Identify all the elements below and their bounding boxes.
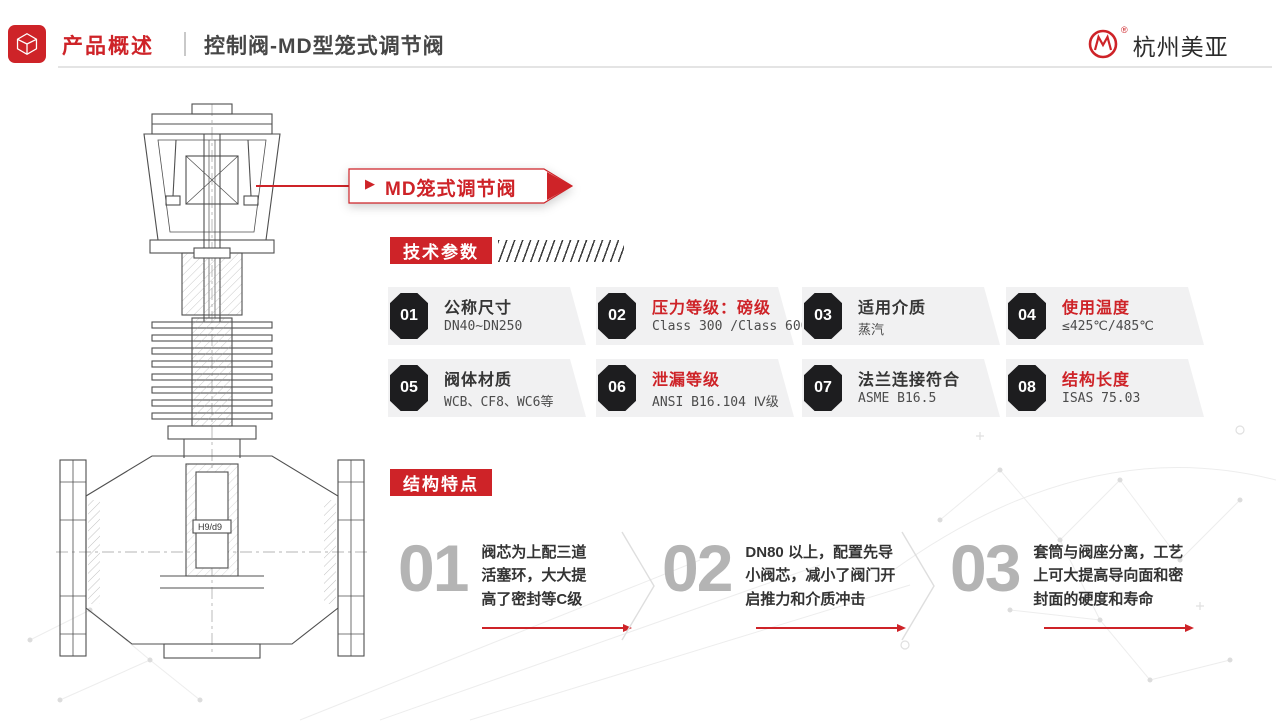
param-number-badge: 08 (1008, 365, 1046, 411)
registered-mark: ® (1121, 25, 1128, 35)
feature-number: 02 (662, 531, 733, 605)
feature-text: 套筒与阀座分离，工艺上可大提高导向面和密封面的硬度和寿命 (1033, 544, 1184, 608)
param-title: 压力等级：磅级 (652, 300, 772, 317)
param-number-badge: 01 (390, 293, 428, 339)
arrow-icon (1044, 624, 1194, 632)
ribbon-label: MD笼式调节阀 (385, 179, 517, 200)
param-number-badge: 03 (804, 293, 842, 339)
param-value: ANSI B16.104 Ⅳ级 (652, 395, 779, 410)
param-cell: 01 公称尺寸 DN40~DN250 (388, 287, 586, 345)
feature-number: 03 (950, 531, 1021, 605)
feature-item: 02 DN80 以上，配置先导小阀芯，减小了阀门开启推力和介质冲击 (662, 531, 906, 633)
param-title: 适用介质 (858, 300, 927, 317)
ribbon-shape (348, 168, 574, 204)
hatch-decoration (498, 240, 624, 262)
tech-params-heading: 技术参数 (390, 237, 492, 264)
arrow-icon (756, 624, 906, 632)
valve-technical-drawing: H9/d9 (56, 103, 368, 659)
param-value: ASME B16.5 (858, 391, 937, 406)
header-divider (184, 32, 186, 56)
param-cell: 04 使用温度 ≤425℃/485℃ (1006, 287, 1204, 345)
param-title: 阀体材质 (444, 372, 513, 389)
param-cell: 06 泄漏等级 ANSI B16.104 Ⅳ级 (596, 359, 794, 417)
param-value: ISAS 75.03 (1062, 391, 1141, 406)
param-number-badge: 02 (598, 293, 636, 339)
param-value: Class 300 /Class 600 (652, 319, 809, 334)
brand-name: 杭州美亚 (1132, 34, 1229, 60)
header-underline (58, 66, 1272, 68)
param-number-badge: 04 (1008, 293, 1046, 339)
param-title: 公称尺寸 (444, 300, 513, 317)
brand-logo: ® 杭州美亚 (1086, 25, 1229, 62)
param-value: 蒸汽 (858, 323, 885, 338)
param-title: 结构长度 (1062, 372, 1131, 389)
param-title: 使用温度 (1062, 300, 1131, 317)
play-marker-icon: ▶ (365, 176, 375, 191)
param-cell: 02 压力等级：磅级 Class 300 /Class 600 (596, 287, 809, 345)
param-value: DN40~DN250 (444, 319, 523, 334)
divider-chevron-icon (621, 531, 655, 641)
param-cell: 03 适用介质 蒸汽 (802, 287, 1000, 345)
param-cell: 08 结构长度 ISAS 75.03 (1006, 359, 1204, 417)
corner-logo-badge (8, 25, 46, 63)
param-cell: 07 法兰连接符合 ASME B16.5 (802, 359, 1000, 417)
feature-item: 03 套筒与阀座分离，工艺上可大提高导向面和密封面的硬度和寿命 (950, 531, 1197, 633)
param-number-badge: 05 (390, 365, 428, 411)
arrow-icon (482, 624, 632, 632)
param-value: WCB、CF8、WC6等 (444, 395, 554, 410)
callout-line (256, 185, 352, 187)
features-heading: 结构特点 (390, 469, 492, 496)
feature-item: 01 阀芯为上配三道活塞环，大大提高了密封等C级 (398, 531, 632, 633)
param-title: 泄漏等级 (652, 372, 721, 389)
cube-icon (16, 33, 38, 55)
param-value: ≤425℃/485℃ (1062, 319, 1154, 334)
feature-number: 01 (398, 531, 469, 605)
param-number-badge: 06 (598, 365, 636, 411)
param-cell: 05 阀体材质 WCB、CF8、WC6等 (388, 359, 586, 417)
param-number-badge: 07 (804, 365, 842, 411)
callout-ribbon: ▶ MD笼式调节阀 (348, 167, 574, 205)
divider-chevron-icon (901, 531, 935, 641)
section-label: 产品概述 (62, 35, 154, 58)
feature-text: DN80 以上，配置先导小阀芯，减小了阀门开启推力和介质冲击 (745, 544, 896, 608)
tolerance-label: H9/d9 (198, 522, 222, 532)
page-title: 控制阀-MD型笼式调节阀 (204, 35, 445, 58)
param-title: 法兰连接符合 (858, 372, 961, 389)
feature-text: 阀芯为上配三道活塞环，大大提高了密封等C级 (481, 544, 587, 608)
brand-m-icon (1088, 29, 1118, 59)
